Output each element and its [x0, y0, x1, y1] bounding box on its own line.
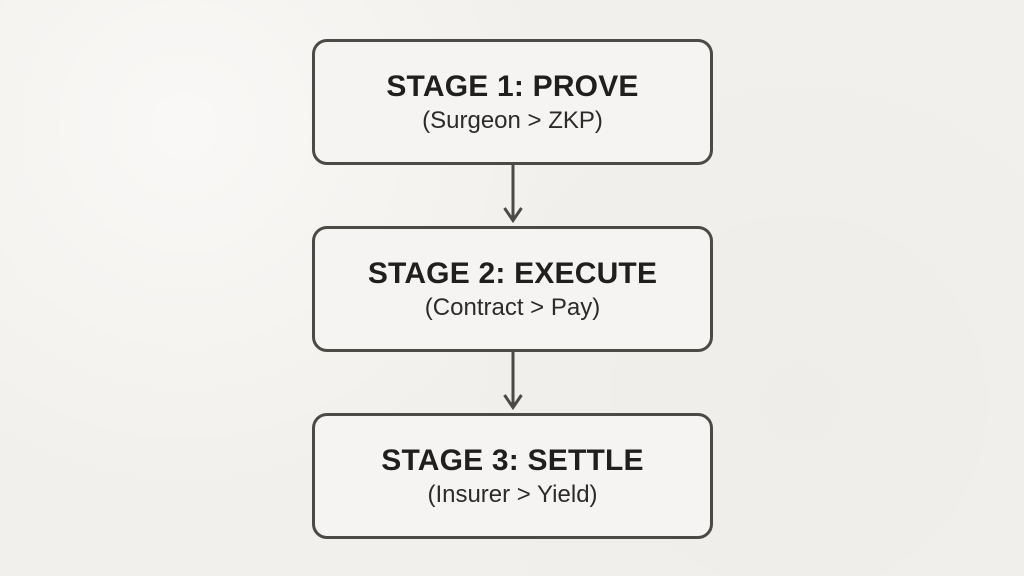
flow-node-subtitle: (Insurer > Yield)	[427, 480, 598, 508]
flow-node-subtitle: (Surgeon > ZKP)	[422, 106, 603, 134]
flow-node-stage-1[interactable]: STAGE 1: PROVE (Surgeon > ZKP)	[312, 39, 713, 165]
flow-node-stage-2[interactable]: STAGE 2: EXECUTE (Contract > Pay)	[312, 226, 713, 352]
connector-stage-2-to-stage-3	[312, 352, 713, 413]
flow-node-title: STAGE 2: EXECUTE	[367, 256, 658, 290]
flow-node-title: STAGE 3: SETTLE	[381, 443, 644, 477]
flowchart: STAGE 1: PROVE (Surgeon > ZKP) STAGE 2: …	[312, 39, 713, 539]
arrow-down-icon	[502, 165, 523, 224]
flow-node-stage-3[interactable]: STAGE 3: SETTLE (Insurer > Yield)	[312, 413, 713, 539]
arrow-down-icon	[502, 352, 523, 411]
flow-node-title: STAGE 1: PROVE	[386, 69, 639, 103]
connector-stage-1-to-stage-2	[312, 165, 713, 226]
flow-node-subtitle: (Contract > Pay)	[424, 293, 601, 321]
